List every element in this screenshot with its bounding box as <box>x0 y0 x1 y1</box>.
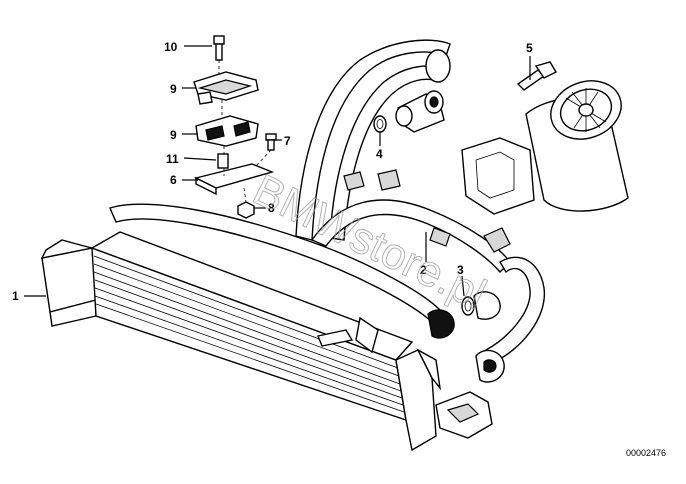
callout-5: 5 <box>526 41 533 55</box>
callout-6: 6 <box>170 173 177 187</box>
oil-hose <box>109 39 546 383</box>
leader-lines <box>24 45 531 297</box>
oil-cooler <box>40 231 493 452</box>
drawing-number: 00002476 <box>626 448 666 458</box>
callout-9-upper: 9 <box>170 82 177 96</box>
seal-ring-3 <box>461 296 475 316</box>
callout-8: 8 <box>268 201 275 215</box>
callout-4: 4 <box>376 147 383 161</box>
callout-7: 7 <box>284 134 291 148</box>
callout-3: 3 <box>457 263 464 277</box>
callout-9-lower: 9 <box>170 128 177 142</box>
callout-11: 11 <box>166 152 179 166</box>
oil-filter-housing <box>461 61 629 215</box>
callout-1: 1 <box>12 289 19 303</box>
callout-2: 2 <box>420 263 427 277</box>
seal-ring-4 <box>373 115 387 133</box>
callout-10: 10 <box>164 40 178 54</box>
bracket-assembly <box>193 35 277 219</box>
